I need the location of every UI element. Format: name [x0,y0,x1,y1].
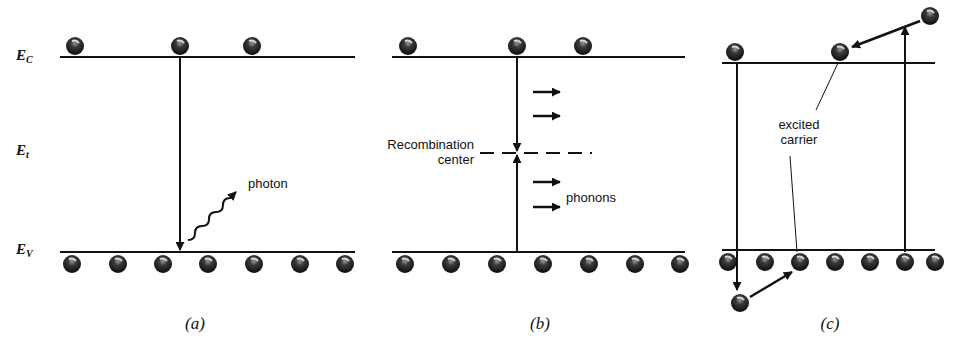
excited-hole [731,294,749,312]
electron [243,37,261,55]
panel-c [719,7,944,312]
transition-arrow [179,57,181,250]
valence-band-edge [392,251,685,253]
leader-line [790,156,797,252]
energy-level-label: EV [16,241,56,259]
panel-label: (a) [165,314,225,334]
hole-capture-arrow [516,155,518,252]
electron [245,255,263,273]
leader-line [816,63,838,110]
panel-label: (c) [800,314,860,334]
panel-b [392,37,689,273]
electron [336,255,354,273]
trap-level [480,152,592,154]
energy-level-label: Et [16,142,56,160]
electron [719,253,737,271]
conduction-band-edge [60,56,355,58]
symbol-subscript: C [26,54,33,65]
recombination-arrow [736,63,738,290]
electron [574,37,592,55]
symbol-main: E [16,241,26,257]
phonon-arrow [533,115,560,118]
electron [399,37,417,55]
excitation-arrow [904,27,906,252]
electron [534,255,552,273]
electron [580,255,598,273]
energy-level-label: EC [16,47,56,65]
symbol-subscript: V [26,248,33,259]
symbol-main: E [16,47,26,63]
electron [791,253,809,271]
electron [109,255,127,273]
electron [291,255,309,273]
valence-band-edge [722,249,935,251]
electron [671,255,689,273]
relaxation-arrow [750,272,792,297]
electron [488,255,506,273]
panel-label: (b) [510,314,570,334]
phonon-arrow [533,206,560,209]
electron [154,255,172,273]
electron [66,37,84,55]
excited-carrier-label: excited carrier [766,117,832,147]
electron [726,43,744,61]
conduction-band-edge [722,62,935,64]
electron [508,37,526,55]
electron [626,255,644,273]
electron [926,253,944,271]
photon-label: photon [248,176,318,191]
photon-wave [188,192,236,240]
electron [756,253,774,271]
electron [171,37,189,55]
conduction-band-edge [392,56,685,58]
valence-band-edge [60,251,355,253]
phonon-arrow [533,91,560,94]
panel-a [60,37,355,273]
electron-capture-arrow [516,57,518,151]
electron [442,255,460,273]
electron [826,253,844,271]
electron [861,253,879,271]
electron [831,43,849,61]
symbol-main: E [16,142,26,158]
electron [63,255,81,273]
electron [199,255,217,273]
symbol-subscript: t [26,149,29,160]
electron [396,255,414,273]
phonon-arrow [533,181,560,184]
relaxation-arrow [852,21,920,47]
phonon-label: phonons [566,190,646,205]
electron [896,253,914,271]
recombination-center-label: Recombination center [380,137,474,167]
excited-electron [921,7,939,25]
